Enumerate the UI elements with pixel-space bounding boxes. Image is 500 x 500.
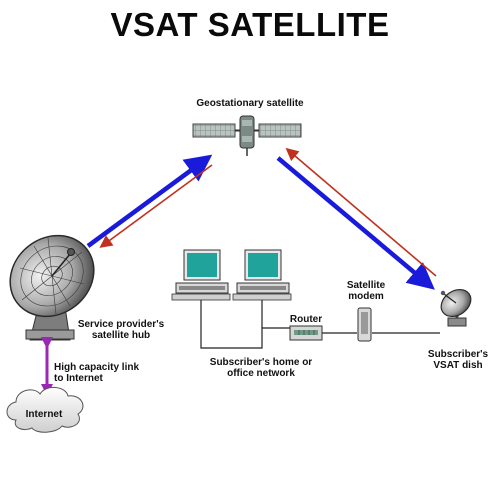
computer-icon-left xyxy=(171,249,231,301)
satellite-hub-label: Service provider's satellite hub xyxy=(77,319,165,341)
internet-link-label: High capacity link to Internet xyxy=(54,362,140,384)
internet-cloud-icon xyxy=(6,387,84,433)
subscriber-dish-label: Subscriber's VSAT dish xyxy=(427,349,489,371)
internet-label: Internet xyxy=(25,409,63,420)
hub-uplink-arrow xyxy=(86,154,213,248)
satellite-modem-label: Satellite modem xyxy=(346,280,386,302)
router-icon xyxy=(289,325,323,341)
dish-uplink-arrow xyxy=(285,147,437,277)
satellite-icon xyxy=(192,115,302,156)
hub-downlink-arrow xyxy=(99,164,213,248)
network-cables xyxy=(200,300,440,349)
router-label: Router xyxy=(289,314,323,325)
subscriber-vsat-dish-icon xyxy=(440,288,472,327)
subscriber-network-label: Subscriber's home or office network xyxy=(209,357,313,379)
satellite-modem-icon xyxy=(357,307,372,342)
diagram-title: VSAT SATELLITE xyxy=(110,6,390,43)
satellite-hub-dish-icon xyxy=(9,234,95,341)
computer-icon-right xyxy=(232,249,292,301)
satellite-downlink-arrow xyxy=(276,156,435,290)
geostationary-satellite-label: Geostationary satellite xyxy=(196,98,304,109)
